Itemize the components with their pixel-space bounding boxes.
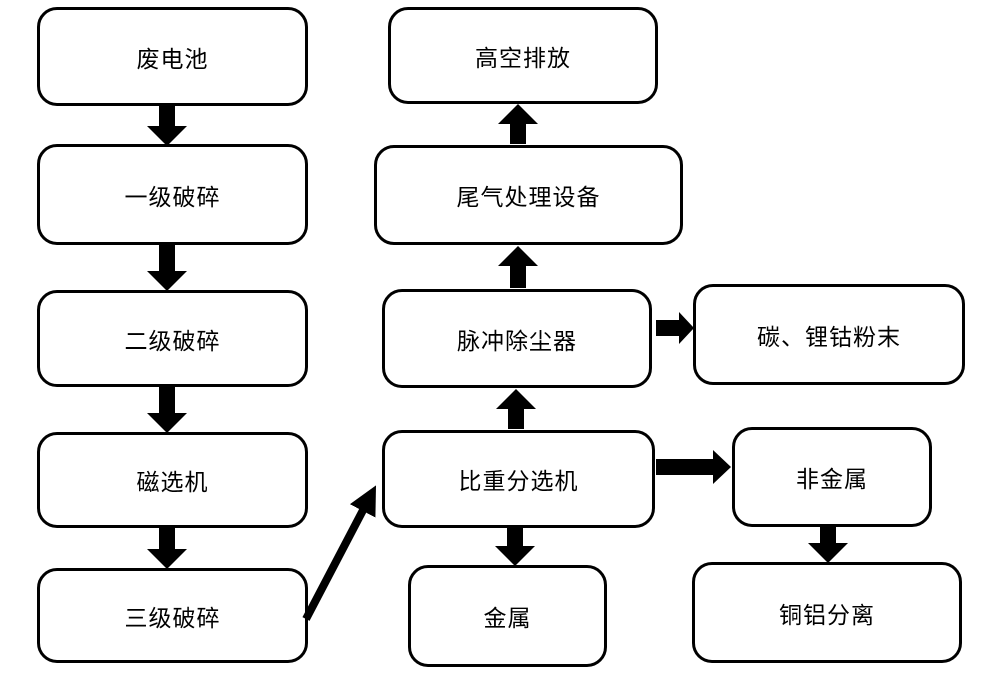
arrow-waste-battery-to-primary-crushing-icon (147, 104, 187, 146)
arrow-gravity-separator-to-non-metal-icon (656, 450, 731, 484)
arrow-pulse-dust-collector-to-exhaust-treatment-icon (498, 246, 538, 288)
node-carbon-lithium-cobalt-powder: 碳、锂钴粉末 (693, 284, 965, 385)
node-label: 脉冲除尘器 (457, 328, 577, 354)
node-label: 碳、锂钴粉末 (757, 324, 901, 350)
node-label: 一级破碎 (124, 184, 221, 210)
node-copper-aluminum-separation: 铜铝分离 (692, 562, 962, 663)
arrow-pulse-dust-collector-to-powder-icon (656, 312, 694, 344)
node-secondary-crushing: 二级破碎 (37, 290, 308, 387)
node-exhaust-gas-treatment: 尾气处理设备 (374, 145, 683, 245)
node-pulse-dust-collector: 脉冲除尘器 (382, 289, 652, 388)
node-label: 二级破碎 (124, 328, 221, 354)
node-gravity-separator: 比重分选机 (382, 430, 655, 528)
arrow-gravity-separator-to-metal-icon (495, 527, 535, 566)
arrow-non-metal-to-copper-aluminum-separation-icon (808, 526, 848, 563)
node-label: 高空排放 (475, 45, 571, 71)
node-label: 三级破碎 (124, 605, 221, 631)
node-waste-battery: 废电池 (37, 7, 308, 106)
arrow-primary-to-secondary-crushing-icon (147, 244, 187, 291)
node-high-altitude-discharge: 高空排放 (388, 7, 658, 104)
arrow-magnetic-separator-to-tertiary-crushing-icon (147, 527, 187, 569)
node-label: 比重分选机 (458, 469, 579, 494)
arrow-exhaust-treatment-to-high-altitude-discharge-icon (498, 104, 538, 144)
node-label: 非金属 (796, 467, 868, 492)
arrow-gravity-separator-to-pulse-dust-collector-icon (496, 389, 536, 429)
node-primary-crushing: 一级破碎 (37, 144, 308, 245)
node-label: 尾气处理设备 (456, 185, 601, 210)
node-label: 铜铝分离 (779, 602, 875, 628)
arrow-tertiary-crushing-to-gravity-separator-icon (302, 485, 377, 621)
node-label: 金属 (483, 606, 532, 631)
node-magnetic-separator: 磁选机 (37, 432, 308, 528)
arrow-secondary-crushing-to-magnetic-separator-icon (147, 386, 187, 433)
node-non-metal: 非金属 (732, 427, 932, 527)
node-metal: 金属 (408, 565, 607, 667)
node-tertiary-crushing: 三级破碎 (37, 568, 308, 663)
node-label: 废电池 (136, 46, 209, 72)
node-label: 磁选机 (136, 470, 209, 495)
